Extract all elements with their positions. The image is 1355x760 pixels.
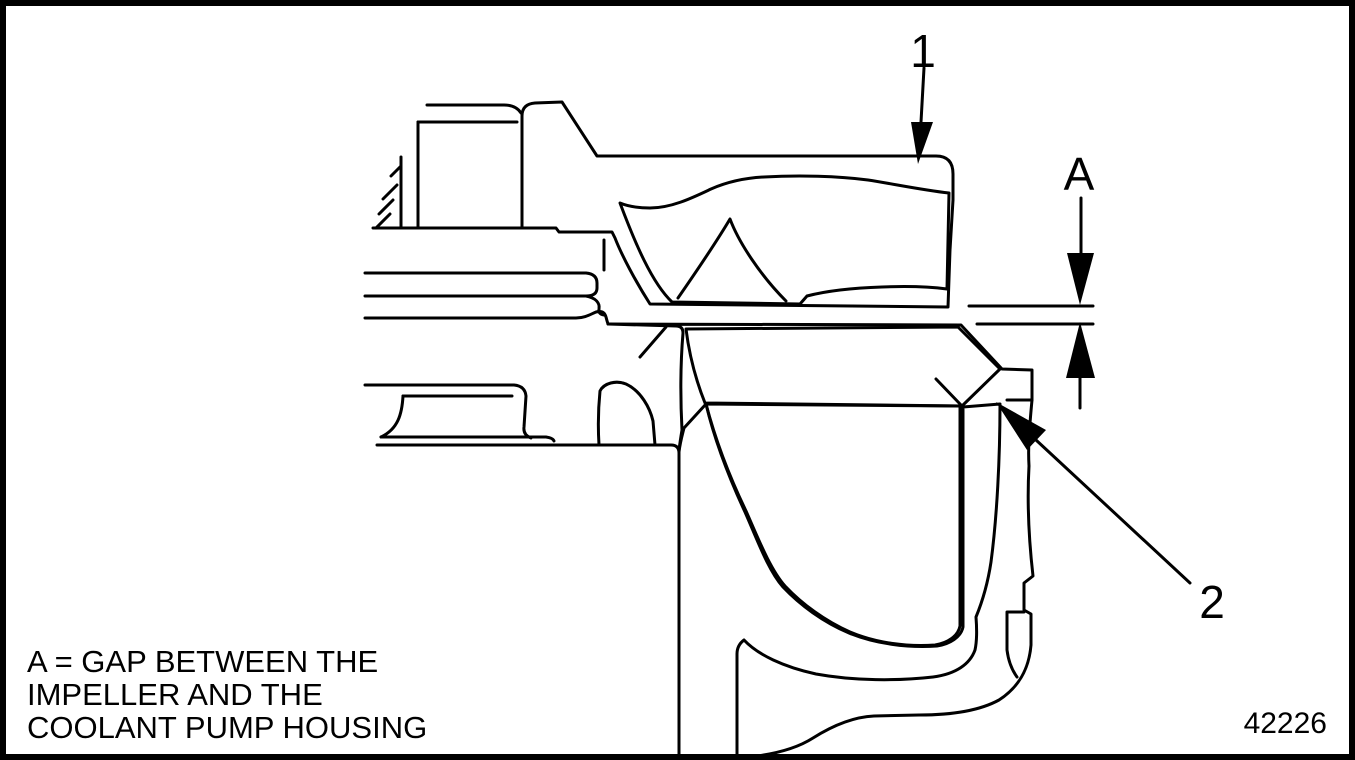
gap-dimension [967,196,1095,410]
shaft-end-jog [584,294,606,317]
callout-2-arrowhead [996,402,1046,450]
caption-line-3: COOLANT PUMP HOUSING [27,710,427,745]
callout-2-label: 2 [1199,576,1225,628]
caption-line-1: A = GAP BETWEEN THE [27,644,378,679]
callout-a-label: A [1064,148,1095,200]
impeller-silhouette-hatched [520,100,955,309]
callout-1-label: 1 [910,25,936,77]
washer-bottom-line [379,435,556,443]
callout-1-arrowhead [911,122,933,164]
housing-slope-inner-line [934,377,963,407]
housing-outline [606,322,1035,760]
shaft-sleeve [363,271,599,298]
callout-2-leader-line [1034,438,1192,585]
housing-foot-step [1005,610,1026,679]
shaft-lower-line [363,310,610,326]
housing-volute-cavity [704,402,962,647]
coolant-pump-housing-section [596,322,1035,760]
housing-seal-boss-hump [596,380,657,447]
dimension-arrow-up-head [1066,322,1095,378]
caption-line-2: IMPELLER AND THE [27,677,323,712]
washer-left-edge [379,394,405,439]
dimension-arrow-down-head [1067,253,1094,305]
impeller-blade-edge [676,217,788,303]
impeller-flow-passage [618,174,951,306]
bolt-boss-line [363,383,533,440]
impeller-section [520,100,955,309]
callout-leaders [911,66,1192,585]
nut-top-line [425,103,523,115]
callout-1-leader-line [919,66,926,124]
housing-top-wall-hatched [684,325,1002,408]
caption: A = GAP BETWEEN THE IMPELLER AND THE COO… [27,644,427,745]
housing-seal-face-line [375,443,681,455]
figure-number: 42226 [1244,707,1327,740]
shaft-and-fasteners [363,103,681,455]
housing-backplate-line [638,325,668,359]
pulley-hub-hatch-ticks [374,165,402,230]
